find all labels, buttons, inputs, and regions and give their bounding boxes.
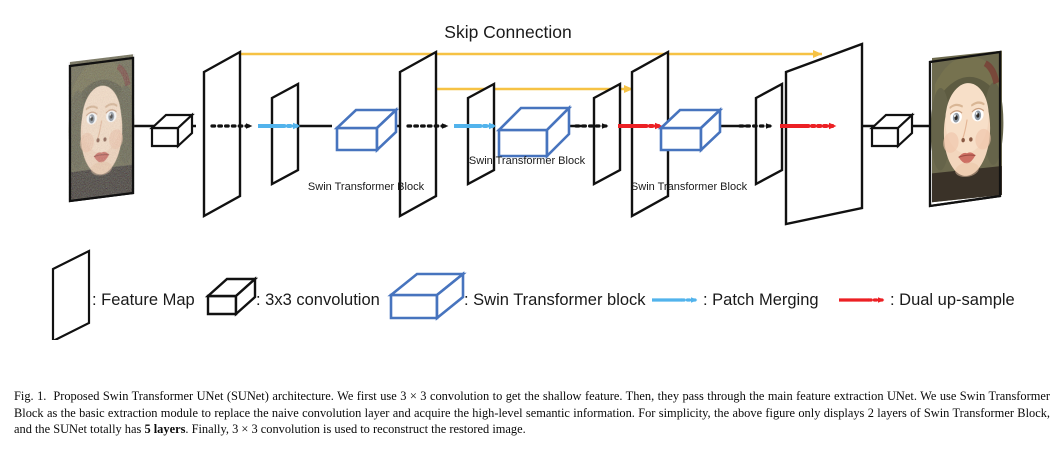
- output-image: [928, 49, 1005, 208]
- legend-label-conv: : 3x3 convolution: [256, 291, 380, 309]
- conv-box-icon: [204, 276, 259, 317]
- feature-map-enc-2: [270, 81, 300, 187]
- legend-label-swin-block: : Swin Transformer block: [464, 291, 646, 309]
- caption-part-4: convolution is used to reconstruct the r…: [257, 422, 526, 436]
- swin-block-icon: [387, 271, 467, 321]
- legend-label-feature-map: : Feature Map: [92, 291, 195, 309]
- swin-block-label-2: Swin Transformer Block: [469, 155, 586, 167]
- feature-map-enc-1: [202, 49, 242, 219]
- caption-part-2: convolution to get the shallow feature. …: [14, 389, 1050, 436]
- architecture-diagram: Skip Connection: [51, 22, 1015, 340]
- swin-block-1: [333, 106, 400, 154]
- swin-block-label-1: Swin Transformer Block: [308, 181, 425, 193]
- feature-map-bottleneck-in: [466, 81, 496, 187]
- feature-map-dec-3: [784, 42, 864, 226]
- conv3x3-output: [869, 112, 915, 149]
- swin-block-label-3: Swin Transformer Block: [631, 181, 748, 193]
- legend-label-patch-merging: : Patch Merging: [703, 291, 819, 309]
- feature-map-bottleneck-out: [592, 81, 622, 187]
- feature-map-dec-2: [754, 81, 784, 187]
- stage-labels: Swin Transformer Block Swin Transformer …: [308, 155, 748, 193]
- figure-caption: Fig. 1. Proposed Swin Transformer UNet (…: [14, 388, 1050, 438]
- caption-part-3: . Finally,: [185, 422, 233, 436]
- caption-bold-5-layers: 5 layers: [144, 422, 186, 436]
- legend: : Feature Map : 3x3 convolution : Swin T…: [51, 249, 1015, 340]
- feature-map-planes: [202, 42, 864, 226]
- caption-fig-number: Fig. 1.: [14, 389, 47, 403]
- feature-map-enc-3: [398, 49, 438, 219]
- input-image: [67, 53, 136, 203]
- skip-connection-label: Skip Connection: [444, 22, 571, 42]
- feature-map-plane-icon: [51, 249, 91, 340]
- skip-connection-group: Skip Connection: [240, 22, 823, 94]
- caption-math-2: 3 × 3: [232, 422, 258, 436]
- swin-block-3: [657, 106, 724, 154]
- conv3x3-input: [149, 112, 195, 149]
- caption-part-1: Proposed Swin Transformer UNet (SUNet) a…: [53, 389, 401, 403]
- swin-blocks: [333, 104, 724, 160]
- caption-math-1: 3 × 3: [400, 389, 427, 403]
- legend-label-dual-upsample: : Dual up-sample: [890, 291, 1015, 309]
- feature-map-dec-1: [630, 49, 670, 219]
- swin-block-2: [495, 104, 573, 160]
